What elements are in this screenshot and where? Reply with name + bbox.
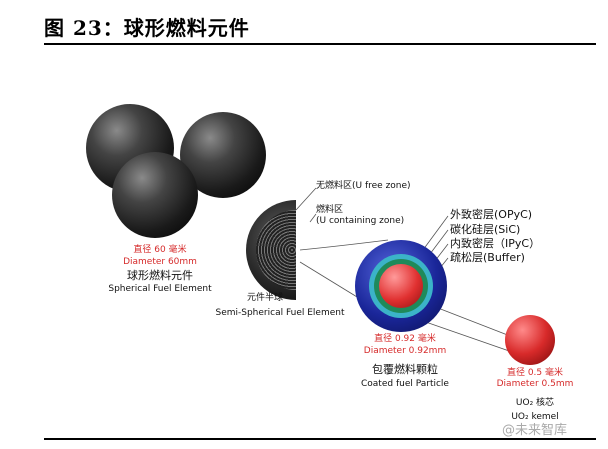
leader-line — [295, 187, 317, 211]
semi-sphere-name-cn: 元件半球 — [246, 293, 283, 303]
particle-diameter-en: Diameter 0.92mm — [363, 346, 447, 356]
semi-sphere-name-en: Semi-Spherical Fuel Element — [215, 308, 345, 318]
figure-title: 图 23：球形燃料元件 — [44, 16, 250, 40]
leader-line — [309, 213, 317, 223]
layer-label-ipyc: 内致密层（IPyC） — [450, 237, 541, 250]
kernel-core — [379, 264, 423, 308]
leader-line — [299, 261, 363, 301]
leader-line — [299, 239, 389, 251]
uo2-kernel — [505, 315, 555, 365]
layer-label-opyc: 外致密层(OPyC) — [450, 208, 533, 221]
fuel-element-diameter-en: Diameter 60mm — [123, 257, 197, 267]
u-free-zone-label: 无燃料区(U free zone) — [316, 181, 411, 191]
top-divider — [44, 43, 596, 45]
particle-diameter-cn: 直径 0.92 毫米 — [374, 334, 436, 344]
leader-line — [419, 319, 513, 353]
fuel-element-diameter-cn: 直径 60 毫米 — [133, 245, 187, 255]
watermark: @未来智库 — [502, 423, 568, 438]
fuel-element-name-en: Spherical Fuel Element — [108, 284, 212, 294]
fuel-sphere — [112, 152, 198, 238]
u-zone-label-cn: 燃料区 — [316, 205, 344, 215]
coated-particle — [355, 240, 447, 332]
kernel-diameter-cn: 直径 0.5 毫米 — [506, 368, 564, 378]
kernel-name-en: UO₂ kemel — [511, 412, 559, 422]
u-zone-label-en: (U containing zone) — [316, 216, 405, 226]
fuel-element-name-cn: 球形燃料元件 — [127, 269, 193, 282]
particle-name-en: Coated fuel Particle — [361, 379, 449, 389]
leader-line — [437, 307, 511, 337]
kernel-name-cn: UO₂ 核芯 — [515, 398, 555, 408]
kernel-diameter-en: Diameter 0.5mm — [496, 379, 574, 389]
layer-label-buffer: 疏松层(Buffer) — [450, 251, 525, 264]
bottom-divider — [44, 438, 596, 440]
particle-name-cn: 包覆燃料颗粒 — [372, 363, 438, 376]
layer-label-sic: 碳化硅层(SiC) — [450, 223, 521, 236]
